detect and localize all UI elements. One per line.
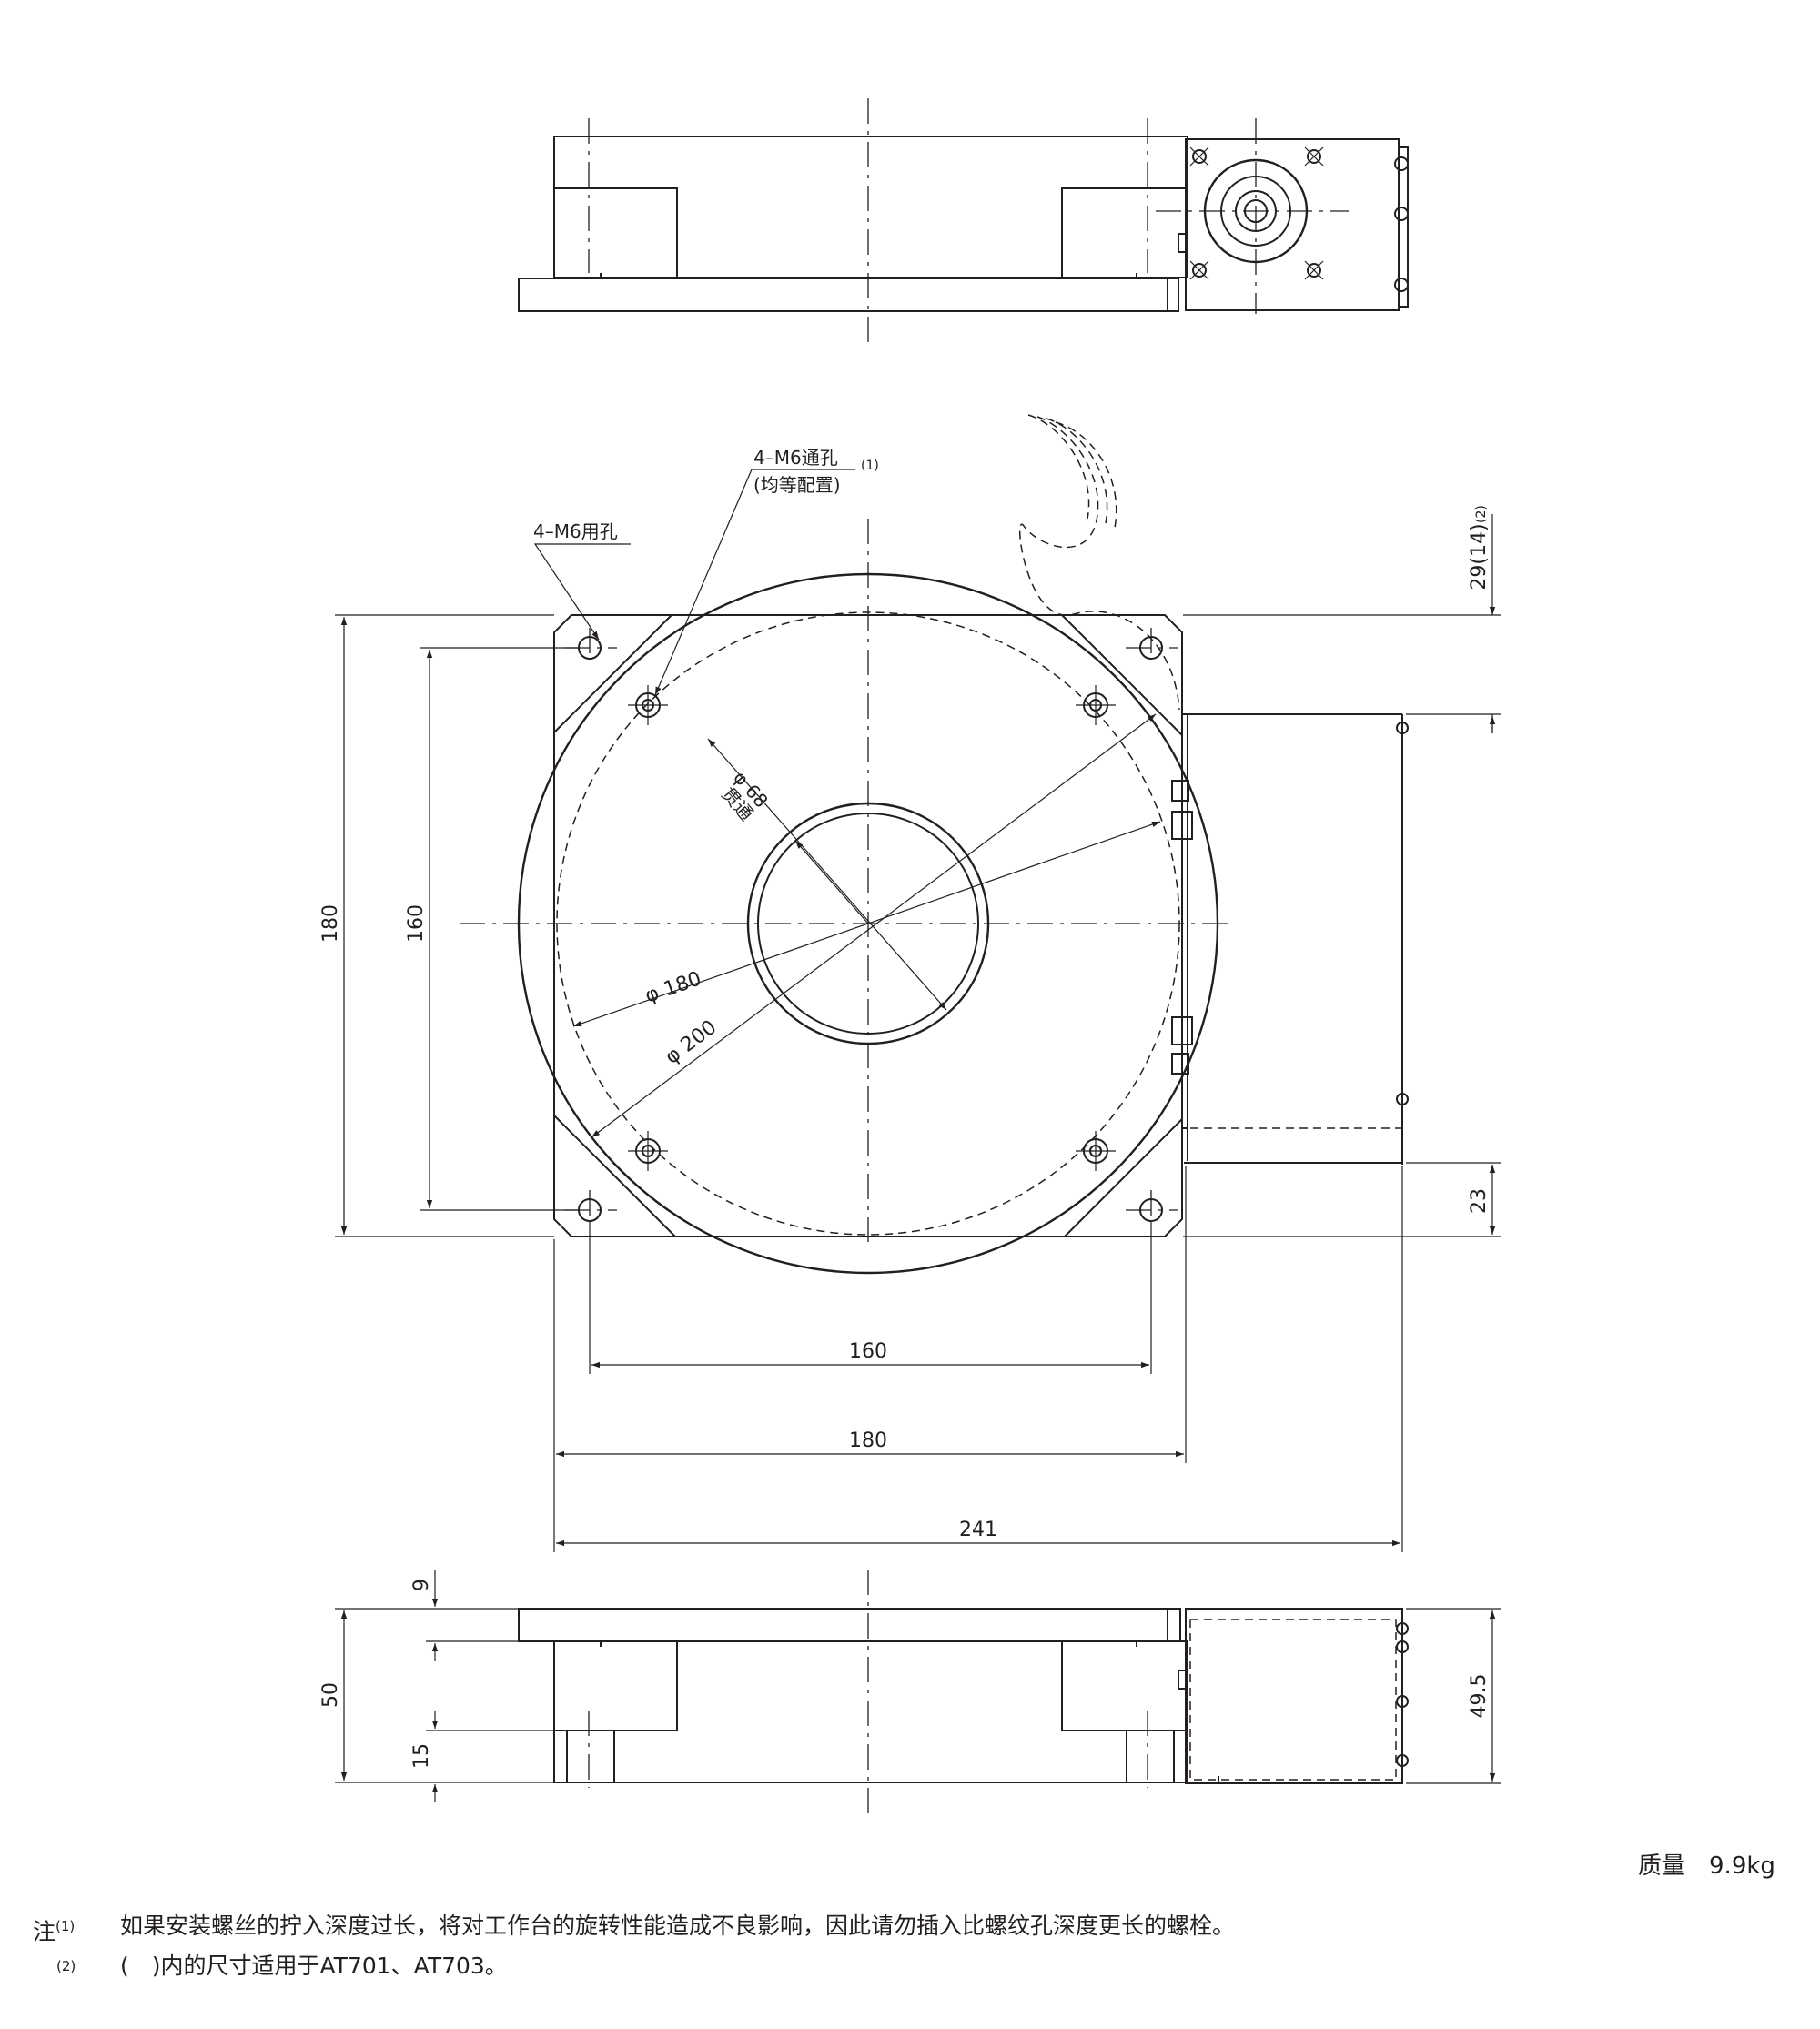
dim-height-49-5: 49.5: [1468, 1674, 1491, 1719]
note-1-text: 如果安装螺丝的拧入深度过长，将对工作台的旋转性能造成不良影响，因此请勿插入比螺纹…: [120, 1913, 1236, 1939]
note-1-mark: 注(1): [33, 1918, 76, 1945]
dim-thickness-9: 9: [410, 1579, 433, 1591]
note-1: 注(1) 如果安装螺丝的拧入深度过长，将对工作台的旋转性能造成不良影响，因此请勿…: [33, 1909, 1235, 1949]
dim-height-15: 15: [410, 1743, 433, 1769]
notes: 注(1) 如果安装螺丝的拧入深度过长，将对工作台的旋转性能造成不良影响，因此请勿…: [33, 1909, 1235, 1990]
top-view: [518, 98, 1409, 346]
dia-200-label: φ 200: [662, 1016, 722, 1069]
front-view: 4–M6通孔 (1) (均等配置) 4–M6用孔 φ 68 贯通 φ 180 φ…: [319, 414, 1502, 1552]
side-view: 50 9 15 49.5: [319, 1570, 1502, 1820]
mass-value: 9.9kg: [1709, 1852, 1775, 1880]
mass-label: 质量 9.9kg: [1638, 1847, 1775, 1881]
note-2: (2) ( )内的尺寸适用于AT701、AT703。: [33, 1949, 1235, 1989]
through-hole-note-mark: (1): [861, 459, 879, 473]
dim-offset-23: 23: [1468, 1188, 1491, 1214]
through-hole-icon: [628, 685, 1116, 1171]
equal-spacing-label: (均等配置): [753, 474, 841, 496]
note-2-mark: (2): [56, 1958, 76, 1975]
note-2-text: ( )内的尺寸适用于AT701、AT703。: [120, 1953, 508, 1980]
mount-hole-label: 4–M6用孔: [533, 520, 618, 542]
dia-180-label: φ 180: [642, 967, 704, 1007]
dim-offset-note-mark: (2): [1474, 505, 1489, 523]
through-hole-label: 4–M6通孔: [753, 447, 838, 469]
housing-screw-icon: [1189, 146, 1324, 280]
mass-title: 质量: [1638, 1852, 1686, 1880]
dim-width-241: 241: [959, 1519, 997, 1541]
dim-offset-29-14: 29(14): [1468, 523, 1491, 590]
dim-height-50: 50: [319, 1682, 342, 1708]
dim-width-160: 160: [849, 1340, 887, 1363]
dim-height-160: 160: [405, 904, 428, 943]
dim-width-180: 180: [849, 1429, 887, 1452]
dim-height-180: 180: [319, 904, 342, 943]
